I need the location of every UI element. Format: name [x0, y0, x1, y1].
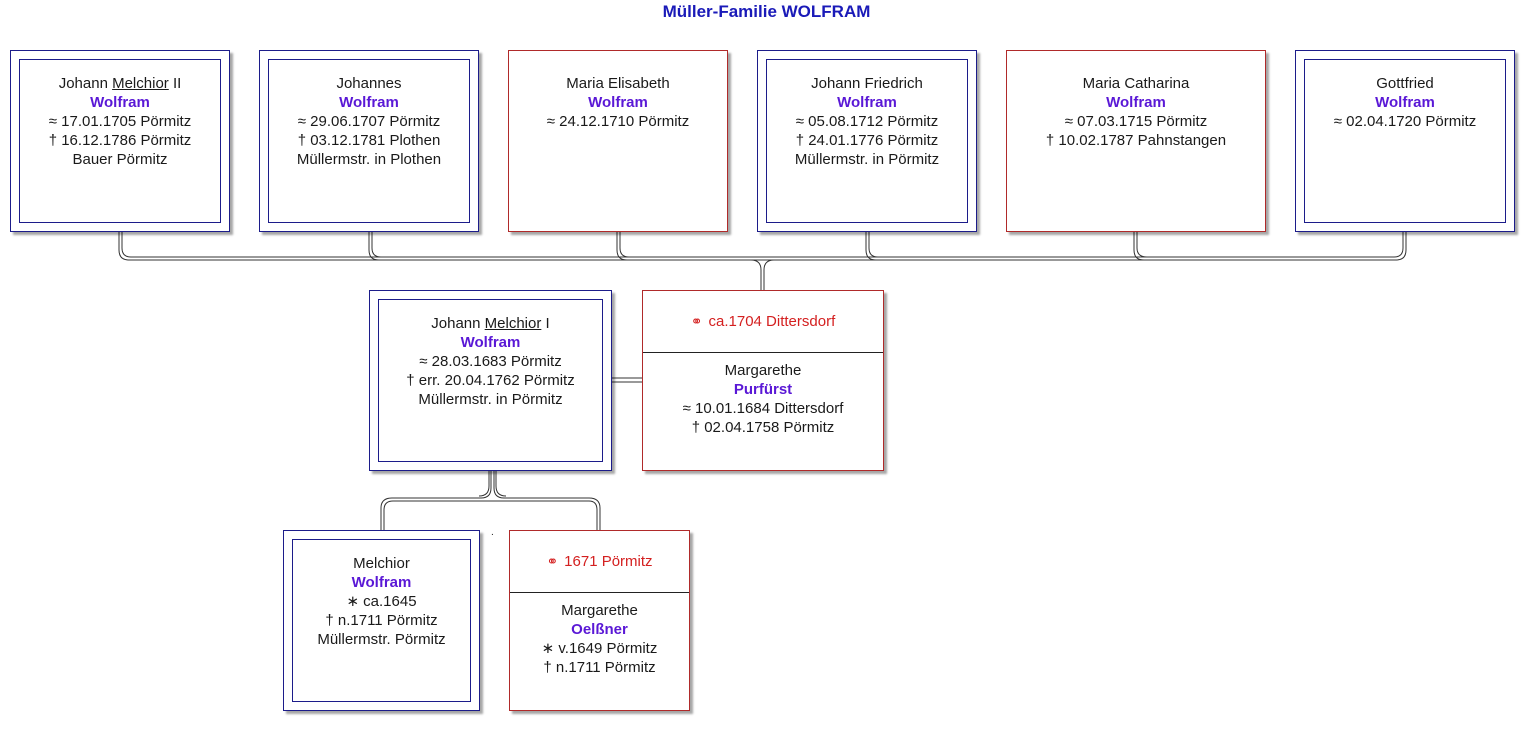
marriage-date: ca.1704 Dittersdorf — [708, 313, 836, 330]
child-baptism: ≈ 07.03.1715 Pörmitz — [1064, 113, 1208, 130]
focus-surname: Wolfram — [460, 334, 521, 351]
child-death: † 16.12.1786 Pörmitz — [48, 132, 192, 149]
stray-dot: . — [491, 527, 494, 538]
mother-surname: Oelßner — [571, 621, 628, 638]
child-death: † 24.01.1776 Pörmitz — [795, 132, 939, 149]
focus-baptism: ≈ 28.03.1683 Pörmitz — [419, 353, 562, 370]
father-card[interactable]: Melchior Wolfram ∗ ca.1645 † n.1711 Pörm… — [283, 530, 480, 711]
mother-card[interactable]: ⚭ 1671 Pörmitz Margarethe Oelßner ∗ v.16… — [509, 530, 690, 711]
child-name: Gottfried — [1376, 75, 1434, 92]
child-name: Johannes — [336, 75, 402, 92]
child-surname: Wolfram — [339, 94, 399, 111]
focus-name: Johann Melchior I — [431, 315, 550, 332]
child-card-johannes[interactable]: Johannes Wolfram ≈ 29.06.1707 Pörmitz † … — [259, 50, 479, 232]
child-surname: Wolfram — [588, 94, 648, 111]
child-name: Johann Melchior II — [58, 75, 182, 92]
child-occupation: Bauer Pörmitz — [72, 151, 168, 168]
father-surname: Wolfram — [351, 574, 412, 591]
child-card-gottfried[interactable]: Gottfried Wolfram ≈ 02.04.1720 Pörmitz — [1295, 50, 1515, 232]
child-card-johann-melchior-ii[interactable]: Johann Melchior II Wolfram ≈ 17.01.1705 … — [10, 50, 230, 232]
child-name: Johann Friedrich — [811, 75, 923, 92]
spouse-surname: Purfürst — [733, 381, 793, 398]
marriage-date: 1671 Pörmitz — [564, 553, 653, 570]
focus-death: † err. 20.04.1762 Pörmitz — [406, 372, 575, 389]
child-surname: Wolfram — [90, 94, 150, 111]
child-surname: Wolfram — [837, 94, 897, 111]
child-occupation: Müllermstr. in Plothen — [296, 151, 442, 168]
child-death: † 03.12.1781 Plothen — [297, 132, 441, 149]
child-baptism: ≈ 02.04.1720 Pörmitz — [1333, 113, 1477, 130]
focus-person-card[interactable]: Johann Melchior I Wolfram ≈ 28.03.1683 P… — [369, 290, 612, 471]
mother-given-name: Margarethe — [561, 602, 638, 619]
focus-occupation: Müllermstr. in Pörmitz — [418, 391, 563, 408]
child-occupation: Müllermstr. in Pörmitz — [794, 151, 940, 168]
father-given-name: Melchior — [353, 555, 410, 572]
child-card-maria-catharina[interactable]: Maria Catharina Wolfram ≈ 07.03.1715 Pör… — [1006, 50, 1266, 232]
spouse-death: † 02.04.1758 Pörmitz — [691, 419, 835, 436]
child-surname: Wolfram — [1106, 94, 1166, 111]
child-surname: Wolfram — [1375, 94, 1435, 111]
child-card-maria-elisabeth[interactable]: Maria Elisabeth Wolfram ≈ 24.12.1710 Pör… — [508, 50, 728, 232]
marriage-rings-icon: ⚭ — [546, 553, 559, 569]
father-death: † n.1711 Pörmitz — [325, 612, 438, 629]
child-death: † 10.02.1787 Pahnstangen — [1045, 132, 1227, 149]
child-baptism: ≈ 24.12.1710 Pörmitz — [546, 113, 690, 130]
mother-death: † n.1711 Pörmitz — [543, 659, 656, 676]
spouse-baptism: ≈ 10.01.1684 Dittersdorf — [682, 400, 844, 417]
father-occupation: Müllermstr. Pörmitz — [317, 631, 446, 648]
marriage-info: ⚭ 1671 Pörmitz — [510, 531, 689, 593]
child-baptism: ≈ 17.01.1705 Pörmitz — [48, 113, 192, 130]
child-baptism: ≈ 05.08.1712 Pörmitz — [795, 113, 939, 130]
child-name: Maria Elisabeth — [566, 75, 670, 92]
child-name: Maria Catharina — [1082, 75, 1190, 92]
focus-spouse-card[interactable]: ⚭ ca.1704 Dittersdorf Margarethe Purfürs… — [642, 290, 884, 471]
father-birth: ∗ ca.1645 — [346, 593, 417, 610]
child-card-johann-friedrich[interactable]: Johann Friedrich Wolfram ≈ 05.08.1712 Pö… — [757, 50, 977, 232]
child-baptism: ≈ 29.06.1707 Pörmitz — [297, 113, 441, 130]
page-title: Müller-Familie WOLFRAM — [662, 2, 871, 21]
marriage-info: ⚭ ca.1704 Dittersdorf — [643, 291, 883, 353]
mother-birth: ∗ v.1649 Pörmitz — [541, 640, 658, 657]
spouse-given-name: Margarethe — [724, 362, 802, 379]
marriage-rings-icon: ⚭ — [690, 313, 703, 329]
